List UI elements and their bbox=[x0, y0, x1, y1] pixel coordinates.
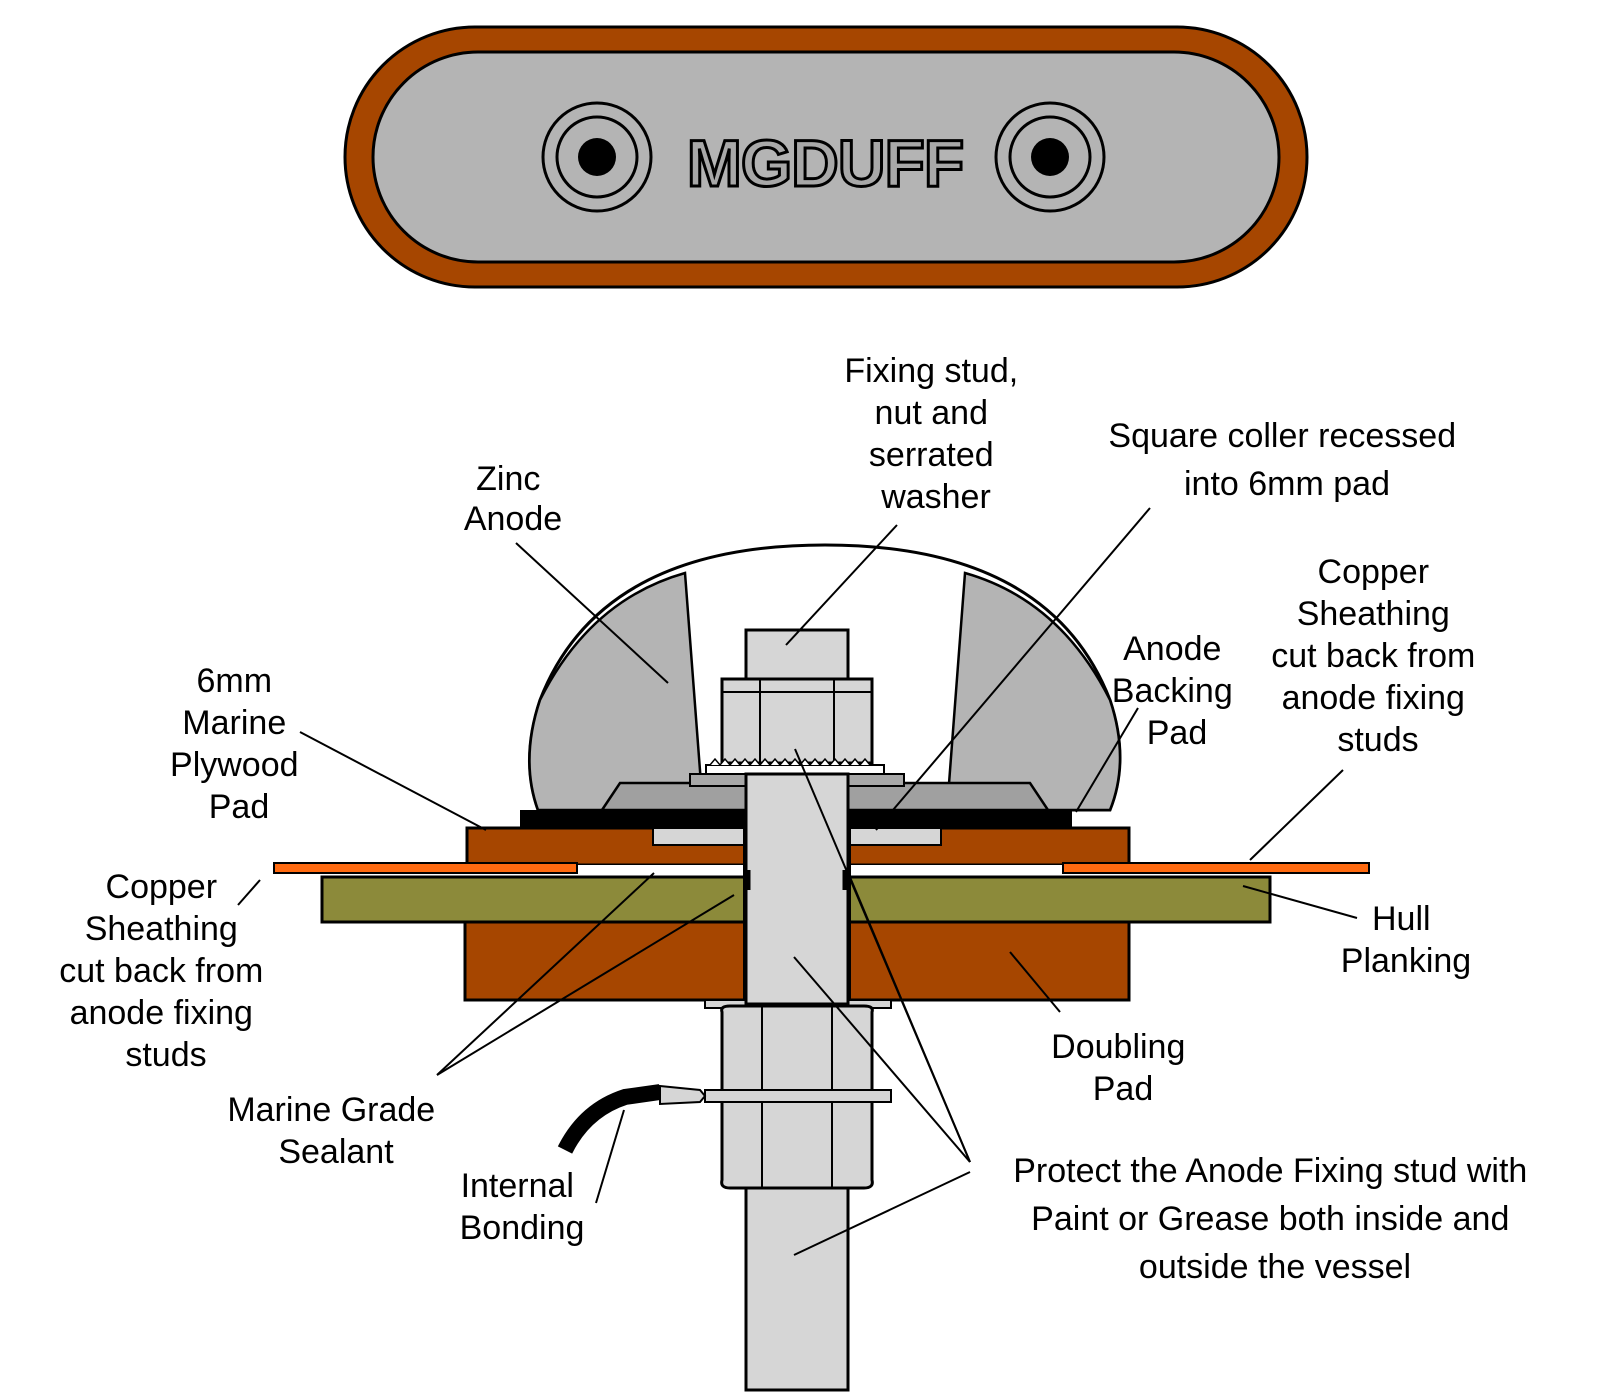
label-zinc-anode: Zinc Anode bbox=[464, 460, 562, 538]
bonding-terminal bbox=[704, 1089, 892, 1103]
label-protect-note: Protect the Anode Fixing stud with Paint… bbox=[1013, 1152, 1537, 1286]
label-square-coller: Square coller recessed into 6mm pad bbox=[1108, 417, 1465, 503]
label-fixing-stud: Fixing stud, nut and serrated washer bbox=[844, 352, 1027, 516]
leader-lines bbox=[237, 507, 1358, 1256]
cross-section bbox=[273, 543, 1370, 1392]
label-hull-planking: Hull Planking bbox=[1341, 900, 1471, 980]
zinc-anode-left-lobe bbox=[528, 571, 705, 812]
copper-sheathing-right bbox=[1062, 862, 1370, 874]
anode-top-view: MGDUFF bbox=[343, 25, 1309, 289]
label-internal-bonding: Internal Bonding bbox=[460, 1167, 585, 1247]
stud-top bbox=[744, 628, 850, 681]
top-nut-icon bbox=[720, 677, 874, 765]
label-plywood-pad: 6mm Marine Plywood Pad bbox=[170, 662, 308, 826]
copper-sheathing-left bbox=[273, 862, 578, 874]
brand-logo: MGDUFF bbox=[687, 126, 963, 200]
label-anode-backing-pad: Anode Backing Pad bbox=[1112, 630, 1242, 752]
stud-shaft-mid bbox=[744, 772, 850, 1006]
zinc-anode-right-lobe bbox=[945, 571, 1122, 812]
internal-bonding-wire bbox=[557, 1084, 662, 1154]
fixing-hole-right-icon bbox=[994, 101, 1106, 213]
label-copper-sheathing-right: Copper Sheathing cut back from anode fix… bbox=[1271, 553, 1485, 759]
bonding-crimp bbox=[659, 1084, 707, 1106]
fixing-hole-left-icon bbox=[541, 101, 653, 213]
label-doubling-pad: Doubling Pad bbox=[1051, 1028, 1195, 1108]
label-marine-sealant: Marine Grade Sealant bbox=[227, 1091, 444, 1171]
label-copper-sheathing-left: Copper Sheathing cut back from anode fix… bbox=[59, 868, 273, 1074]
